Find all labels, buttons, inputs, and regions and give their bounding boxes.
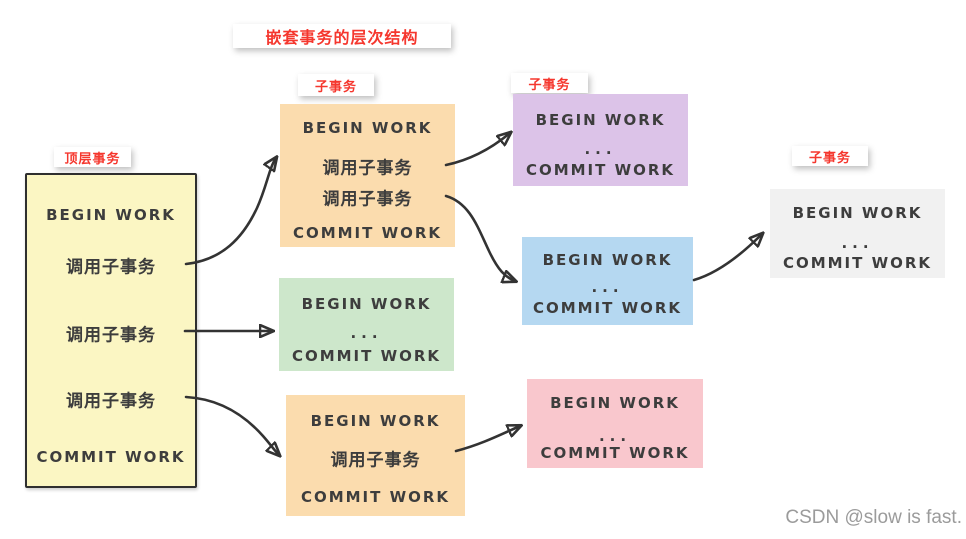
pink-dots: ... [598, 427, 632, 445]
orange-top-commit: COMMIT WORK [292, 224, 443, 242]
purple-begin: BEGIN WORK [535, 111, 666, 129]
arrow-orangecall1-to-purple [444, 133, 510, 167]
csdn-watermark: CSDN @slow is fast. [785, 507, 962, 528]
subtransaction-pink: BEGIN WORK ... COMMIT WORK [527, 379, 703, 468]
blue-dots: ... [591, 278, 624, 296]
blue-begin: BEGIN WORK [542, 251, 673, 269]
pink-begin: BEGIN WORK [550, 394, 680, 412]
orange-bottom-call-1: 调用子事务 [330, 450, 421, 471]
blue-commit: COMMIT WORK [532, 299, 683, 317]
orange-top-call-2: 调用子事务 [322, 189, 413, 210]
subtransaction-purple: BEGIN WORK ... COMMIT WORK [513, 94, 688, 186]
top-level-transaction-box: BEGIN WORK 调用子事务 调用子事务 调用子事务 COMMIT WORK [25, 173, 197, 488]
subtransaction-gray: BEGIN WORK ... COMMIT WORK [770, 189, 945, 278]
top-level-begin: BEGIN WORK [46, 206, 176, 224]
gray-dots: ... [841, 234, 874, 252]
arrow-blue-to-gray [692, 234, 762, 282]
top-level-commit: COMMIT WORK [36, 448, 186, 466]
subtransaction-orange-top: BEGIN WORK 调用子事务 调用子事务 COMMIT WORK [280, 104, 455, 247]
arrow-topcall1-to-orange-top [184, 158, 276, 266]
green-begin: BEGIN WORK [301, 295, 432, 313]
purple-dots: ... [584, 140, 617, 158]
subtransaction-green: BEGIN WORK ... COMMIT WORK [279, 278, 454, 371]
label-top-level-transaction: 顶层事务 [54, 147, 131, 167]
arrow-orangecall2-to-blue [444, 194, 515, 281]
subtransaction-orange-bottom: BEGIN WORK 调用子事务 COMMIT WORK [286, 395, 465, 516]
label-sub-purple-text: 子事务 [528, 77, 571, 93]
arrow-topcall3-to-orange-bottom [184, 395, 279, 455]
label-subtransaction-purple: 子事务 [511, 73, 588, 93]
green-commit: COMMIT WORK [291, 347, 442, 365]
green-dots: ... [350, 324, 383, 342]
pink-commit: COMMIT WORK [540, 444, 690, 462]
label-subtransaction-gray: 子事务 [792, 146, 868, 166]
label-subtransaction-orange: 子事务 [298, 74, 374, 96]
label-sub-orange-text: 子事务 [314, 79, 357, 95]
gray-begin: BEGIN WORK [792, 204, 923, 222]
orange-top-begin: BEGIN WORK [302, 119, 433, 137]
orange-top-call-1: 调用子事务 [322, 158, 413, 179]
gray-commit: COMMIT WORK [782, 254, 933, 272]
diagram-title: 嵌套事务的层次结构 [233, 24, 451, 48]
purple-commit: COMMIT WORK [525, 161, 676, 179]
subtransaction-blue: BEGIN WORK ... COMMIT WORK [522, 237, 693, 325]
label-sub-gray-text: 子事务 [808, 150, 851, 166]
diagram-title-text: 嵌套事务的层次结构 [265, 28, 419, 47]
top-level-call-2: 调用子事务 [66, 325, 156, 346]
orange-bottom-commit: COMMIT WORK [300, 488, 451, 506]
label-top-level-text: 顶层事务 [64, 151, 121, 167]
top-level-call-1: 调用子事务 [66, 257, 156, 278]
arrow-orangebottom-to-pink [454, 426, 520, 453]
top-level-call-3: 调用子事务 [66, 391, 156, 412]
orange-bottom-begin: BEGIN WORK [310, 412, 441, 430]
